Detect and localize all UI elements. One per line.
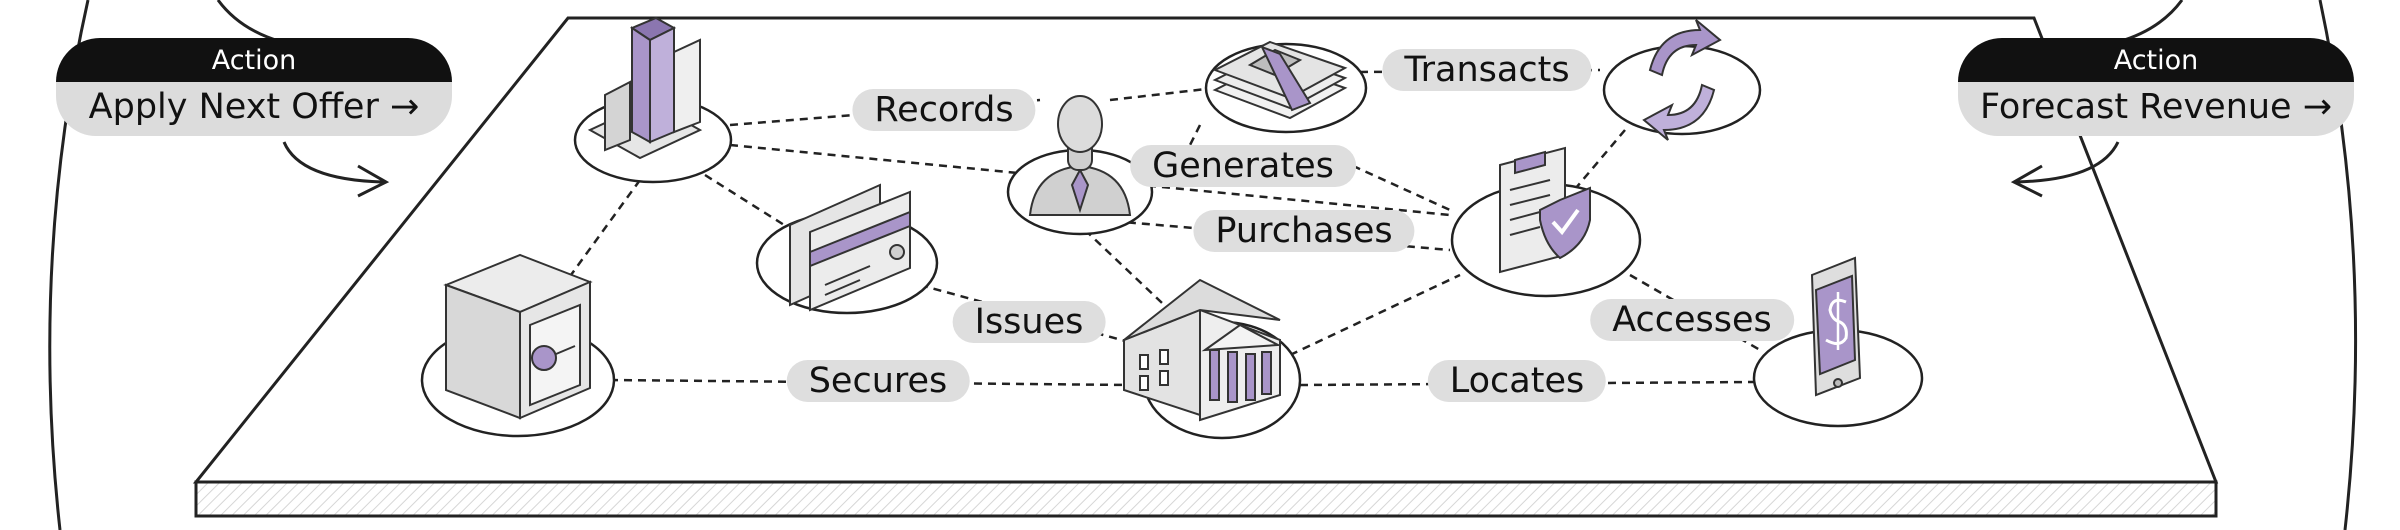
edge-analytics-policy [729,143,1451,217]
edge-cash-policy [1339,158,1451,212]
apply-next-offer-button[interactable]: Apply Next Offer → [56,82,452,136]
node-policy[interactable] [1450,146,1642,298]
node-vault[interactable] [420,253,616,438]
edge-customer-cash [1109,86,1216,102]
safe-icon [443,253,593,420]
edge-cash-bank [1178,124,1202,166]
node-analytics[interactable] [573,16,733,184]
action-arrow-left [282,141,390,198]
forecast-revenue-button[interactable]: Forecast Revenue → [1958,82,2354,136]
edge-label-locates: Locates [1427,360,1607,402]
credit-card-icon [789,183,911,312]
node-bank[interactable] [1123,278,1302,440]
clipboard-shield-icon [1499,146,1591,274]
outer-arc-right-top [2117,0,2184,44]
edge-label-issues: Issues [952,301,1106,343]
action-apply-next-offer[interactable]: Action Apply Next Offer → [56,38,452,136]
bank-building-icon [1123,278,1282,422]
edge-label-transacts: Transacts [1382,49,1592,91]
edge-label-generates: Generates [1130,145,1356,187]
node-cash[interactable] [1204,40,1368,134]
action-forecast-revenue[interactable]: Action Forecast Revenue → [1958,38,2354,136]
node-cards[interactable] [755,183,939,315]
edge-label-records: Records [852,89,1036,131]
edge-exchange-policy [1569,129,1626,196]
bar-chart-icon [587,16,703,160]
edge-label-accesses: Accesses [1590,299,1794,341]
action-tag: Action [56,38,452,82]
edge-label-secures: Secures [786,360,970,402]
exchange-arrows-icon [1642,19,1722,141]
action-tag: Action [1958,38,2354,82]
node-exchange[interactable] [1602,19,1762,141]
edge-bank-policy [1289,273,1461,357]
outer-arc-left-top [216,0,283,44]
node-customer[interactable] [1006,95,1154,236]
edge-label-purchases: Purchases [1193,210,1415,252]
node-mobile[interactable] [1752,256,1924,428]
edge-analytics-cards [704,173,801,237]
cash-stack-icon [1212,40,1348,120]
edge-customer-bank [1084,229,1181,321]
person-icon [1028,95,1132,216]
smartphone-dollar-icon [1810,256,1862,397]
edge-vault-bank [609,378,1131,387]
edge-analytics-vault [558,179,642,291]
action-arrow-right [2010,141,2120,198]
